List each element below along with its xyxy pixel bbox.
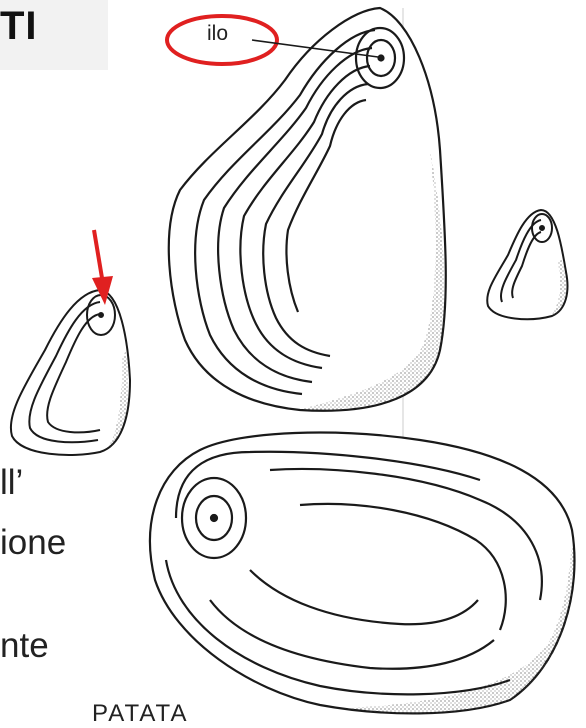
potato-label: PATATA — [92, 700, 188, 728]
large-granule — [169, 8, 446, 411]
small-left-granule — [11, 290, 130, 455]
lower-granule — [150, 433, 574, 714]
small-right-granule — [487, 210, 567, 319]
hilum-label: ilo — [207, 22, 228, 46]
